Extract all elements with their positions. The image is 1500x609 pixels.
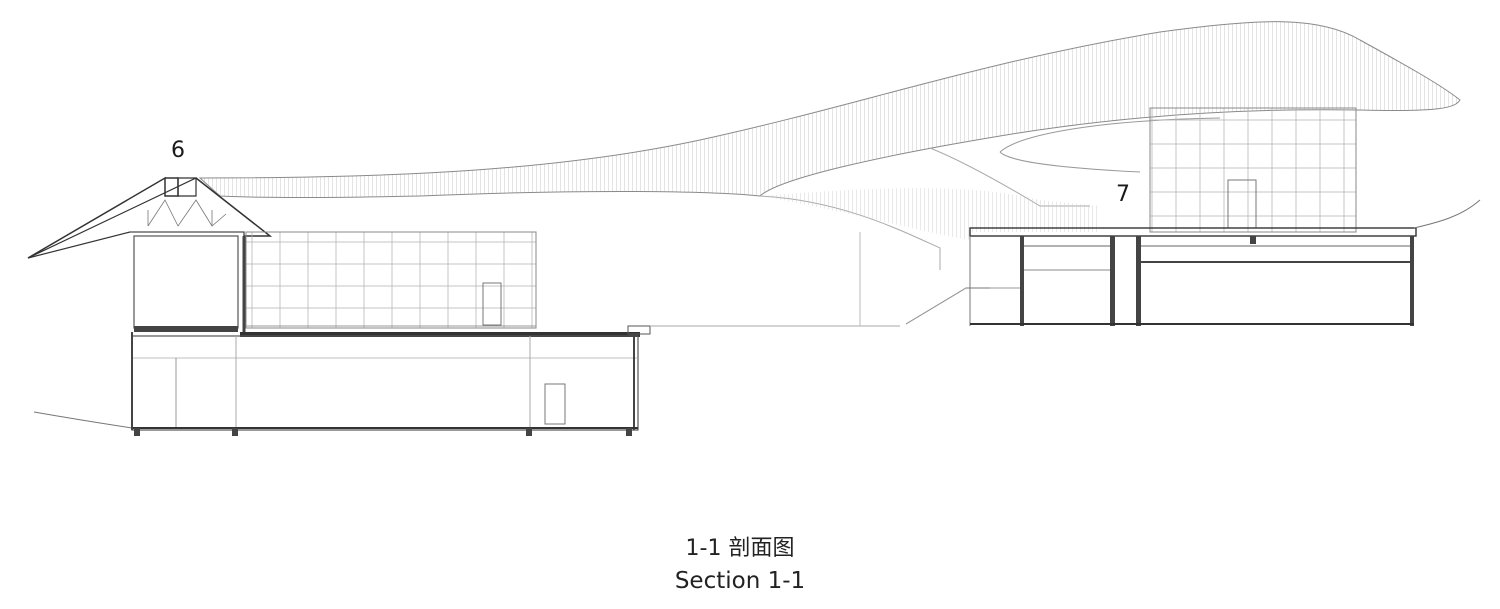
building-6 [27, 176, 651, 436]
canopy-underside [760, 188, 1100, 240]
building-7-label: 7 [1116, 182, 1130, 207]
building-7 [905, 107, 1481, 326]
section-title-en: Section 1-1 [674, 568, 806, 594]
ground-line-left [33, 411, 133, 429]
building-6-label: 6 [171, 138, 185, 163]
section-title-cn: 1-1 剖面图 [685, 536, 795, 561]
